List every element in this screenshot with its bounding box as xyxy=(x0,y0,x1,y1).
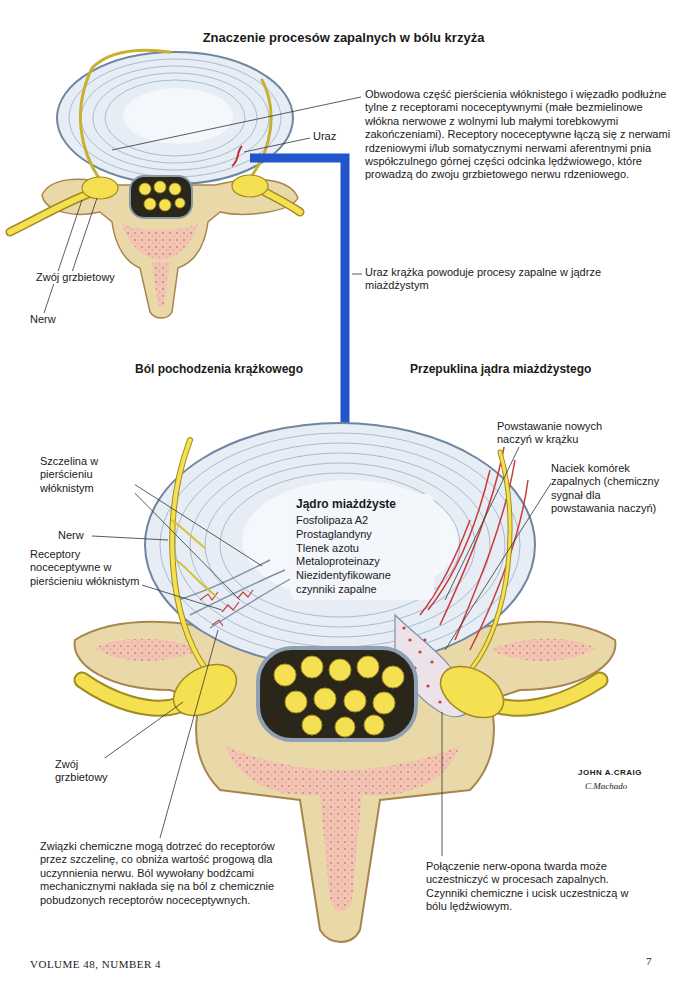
disc xyxy=(145,423,535,667)
bone xyxy=(122,224,198,260)
nerves xyxy=(82,440,600,708)
list-item: Tlenek azotu xyxy=(296,542,428,556)
bone xyxy=(152,262,170,306)
note-text: Obwodowa część pierścienia włóknistego i… xyxy=(365,88,677,182)
lamellae xyxy=(160,433,520,657)
callout-label: Nerw xyxy=(30,313,56,326)
callout-label: Szczelina w pierścieniu włóknistym xyxy=(40,455,135,495)
note-text: Związki chemiczne mogą dotrzeć do recept… xyxy=(40,840,295,907)
leader-lines xyxy=(92,445,553,856)
ganglion xyxy=(432,656,513,728)
callout-label: Receptory noceceptywne w pierścieniu włó… xyxy=(30,548,140,588)
nucleus-box: Jądro miażdżysteFosfolipaza A2Prostaglan… xyxy=(290,494,434,600)
callout-label: Zwój grzbietowy xyxy=(36,271,115,284)
ganglion xyxy=(165,654,246,726)
cauda-equina xyxy=(274,656,404,737)
injury xyxy=(232,146,242,166)
page-number: 7 xyxy=(646,955,652,968)
note-text: Uraz krążka powoduje procesy zapalne w j… xyxy=(365,266,620,293)
callout-label: Naciek komórek zapalnych (chemiczny sygn… xyxy=(551,462,663,516)
callout-label: Nerw xyxy=(58,529,84,542)
nucleus xyxy=(242,480,458,600)
section-heading: Przepuklina jądra miażdżystego xyxy=(410,362,591,377)
list-item: Metaloproteinazy xyxy=(296,555,428,569)
ganglion xyxy=(82,177,118,199)
cauda-equina xyxy=(139,181,185,211)
ganglion xyxy=(232,175,268,197)
box-heading: Jądro miażdżyste xyxy=(296,497,428,512)
list-item: Fosfolipaza A2 xyxy=(296,514,428,528)
lamellae xyxy=(69,59,281,177)
flow-arrow xyxy=(250,158,345,428)
spinal-canal xyxy=(130,176,192,218)
list-item: Prostaglandyny xyxy=(296,528,428,542)
callout-label: Zwój grzbietowy xyxy=(55,758,125,785)
page-title: Znaczenie procesów zapalnych w bólu krzy… xyxy=(0,30,687,45)
fissure xyxy=(178,560,292,628)
spinal-canal xyxy=(258,648,416,740)
signature: JOHN A.CRAIG xyxy=(578,768,642,778)
list-item: Niezidentyfikowane czynniki zapalne xyxy=(296,569,428,597)
callout-label: Uraz xyxy=(313,130,336,143)
bone xyxy=(95,639,200,661)
section-heading: Ból pochodzenia krążkowego xyxy=(135,362,303,377)
signature: C.Machado xyxy=(585,781,627,792)
receptors xyxy=(200,590,253,626)
callout-label: Powstawanie nowych naczyń w krążku xyxy=(497,420,637,447)
bone xyxy=(490,639,595,661)
page-footer: VOLUME 48, NUMBER 4 xyxy=(30,958,161,971)
note-text: Połączenie nerw-opona twarda może uczest… xyxy=(426,860,641,914)
